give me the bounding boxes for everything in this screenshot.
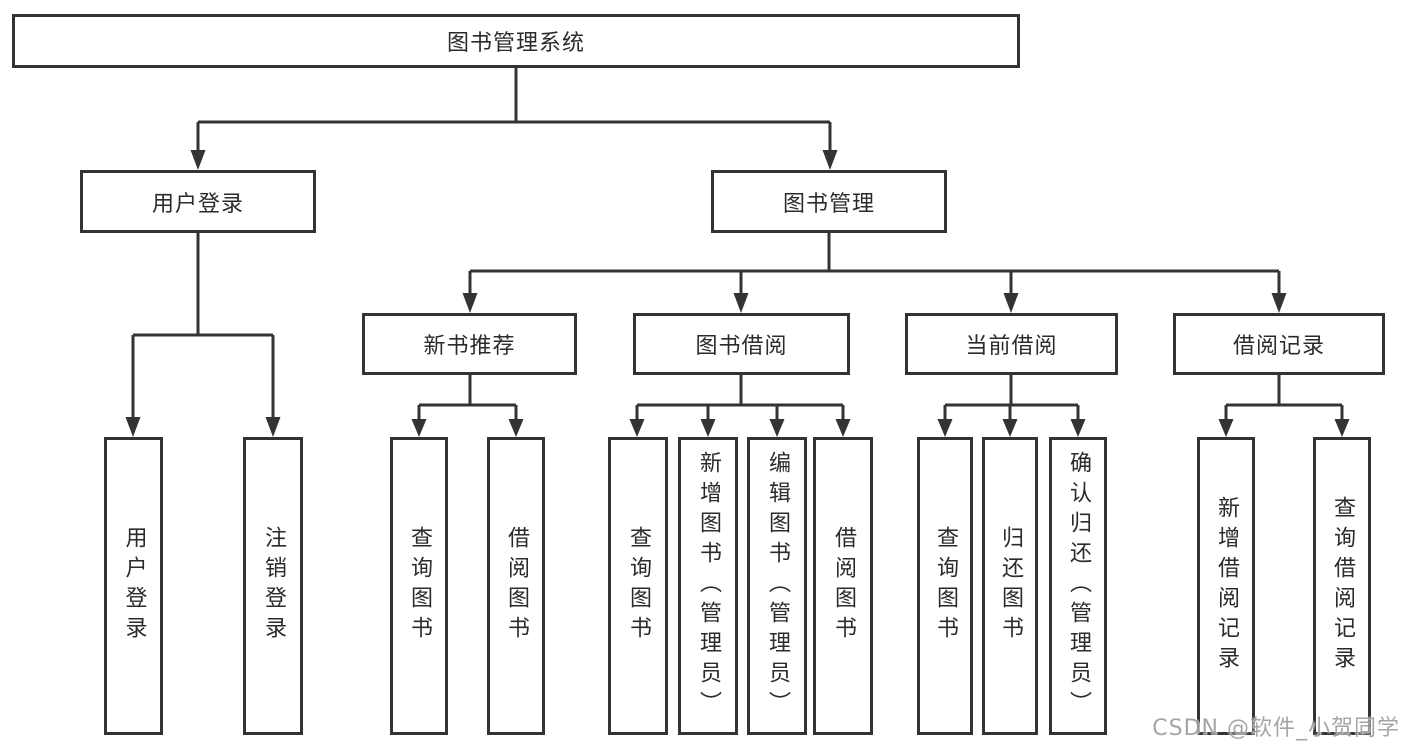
connector-currentborrow-to-leaves (943, 375, 1080, 421)
arrow-down-icon (1218, 419, 1234, 437)
leaf-add-borrow-record: 新增借阅记录 (1197, 437, 1255, 735)
leaf-logout: 注销登录 (243, 437, 303, 735)
leaf-edit-books-admin: 编辑图书（管理员） (747, 437, 807, 735)
arrow-down-icon (769, 419, 785, 437)
node-label: 注销登录 (261, 526, 286, 646)
node-current-borrow: 当前借阅 (905, 313, 1118, 375)
node-label: 借阅记录 (1232, 334, 1325, 359)
connector-userlogin-to-leaves (131, 233, 275, 419)
node-label: 借阅图书 (504, 526, 529, 646)
watermark-text: CSDN @软件_小贺同学 (1152, 716, 1400, 741)
arrow-down-icon (1271, 293, 1287, 313)
node-label: 图书管理系统 (446, 31, 585, 56)
arrow-down-icon (125, 417, 141, 437)
node-label: 确认归还（管理员） (1066, 451, 1091, 721)
node-label: 查询图书 (407, 526, 432, 646)
connector-root-to-level2 (196, 68, 832, 152)
leaf-query-books-current: 查询图书 (917, 437, 973, 735)
leaf-query-books-recommend: 查询图书 (390, 437, 448, 735)
node-label: 新增图书（管理员） (696, 451, 721, 721)
node-user-login: 用户登录 (80, 170, 316, 233)
arrow-down-icon (1070, 419, 1086, 437)
leaf-confirm-return-admin: 确认归还（管理员） (1049, 437, 1107, 735)
node-label: 归还图书 (998, 526, 1023, 646)
leaf-borrow-books: 借阅图书 (813, 437, 873, 735)
arrow-down-icon (733, 293, 749, 313)
leaf-return-books: 归还图书 (982, 437, 1038, 735)
arrow-down-icon (629, 419, 645, 437)
node-new-book-recommend: 新书推荐 (362, 313, 577, 375)
arrow-down-icon (822, 150, 838, 170)
node-book-borrow: 图书借阅 (633, 313, 850, 375)
leaf-query-books-borrow: 查询图书 (608, 437, 668, 735)
arrow-down-icon (835, 419, 851, 437)
arrow-down-icon (937, 419, 953, 437)
connector-bookmgmt-to-level3 (468, 233, 1281, 295)
node-label: 图书借阅 (695, 334, 788, 359)
node-label: 用户登录 (121, 526, 147, 646)
arrow-down-icon (1002, 419, 1018, 437)
arrow-down-icon (265, 417, 281, 437)
node-book-management: 图书管理 (711, 170, 947, 233)
leaf-borrow-books-recommend: 借阅图书 (487, 437, 545, 735)
node-library-system: 图书管理系统 (12, 14, 1020, 68)
node-label: 当前借阅 (965, 334, 1058, 359)
arrow-down-icon (462, 293, 478, 313)
arrow-down-icon (1003, 293, 1019, 313)
node-label: 查询图书 (626, 526, 651, 646)
arrow-down-icon (190, 150, 206, 170)
leaf-user-login: 用户登录 (104, 437, 163, 735)
node-label: 新书推荐 (423, 334, 516, 359)
node-label: 图书管理 (782, 191, 875, 217)
connector-newbook-to-leaves (417, 375, 518, 421)
node-label: 查询图书 (933, 526, 958, 646)
node-label: 编辑图书（管理员） (765, 451, 790, 721)
connector-borrowrecords-to-leaves (1224, 375, 1344, 421)
arrow-down-icon (1334, 419, 1350, 437)
node-borrow-records: 借阅记录 (1173, 313, 1385, 375)
arrow-down-icon (700, 419, 716, 437)
node-label: 查询借阅记录 (1330, 496, 1355, 676)
arrow-down-icon (411, 419, 427, 437)
leaf-query-borrow-record: 查询借阅记录 (1313, 437, 1371, 735)
connector-bookborrow-to-leaves (635, 375, 845, 421)
node-label: 新增借阅记录 (1214, 496, 1239, 676)
arrow-down-icon (508, 419, 524, 437)
leaf-add-books-admin: 新增图书（管理员） (678, 437, 738, 735)
node-label: 借阅图书 (831, 526, 856, 646)
node-label: 用户登录 (151, 191, 244, 217)
